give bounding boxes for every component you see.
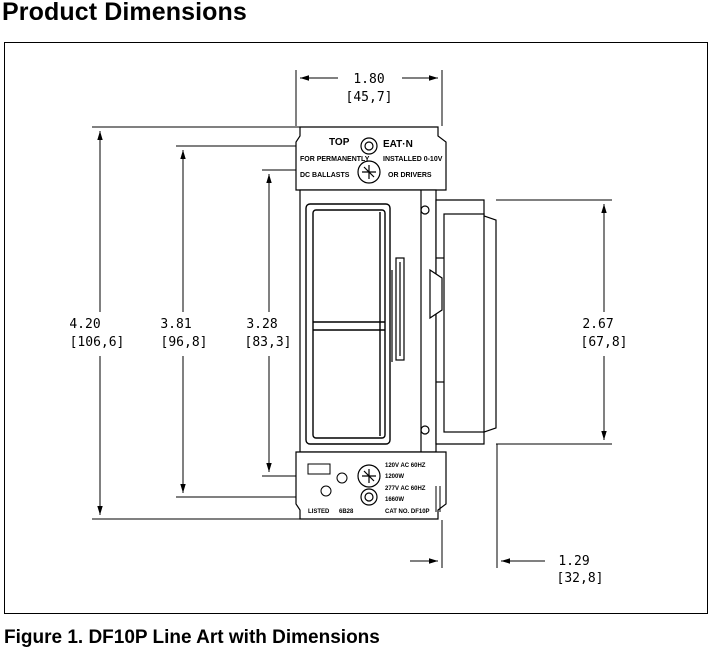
- strap-height-inch-label: 3.28: [246, 317, 277, 332]
- listing-mark-icons: [307, 463, 441, 512]
- overall-height-inch-label: 4.20: [69, 317, 100, 332]
- figure-caption: Figure 1. DF10P Line Art with Dimensions: [4, 627, 380, 648]
- mounting-height-inch-label: 3.81: [160, 317, 191, 332]
- listed-label: LISTED: [308, 509, 330, 515]
- paddle-switch: [305, 203, 391, 445]
- watts-1200-label: 1200W: [385, 474, 404, 480]
- cat-no-label: CAT NO. DF10P: [385, 509, 430, 515]
- bottom-mounting-strap: [295, 451, 447, 520]
- top-screw-hole: [360, 137, 378, 155]
- body-height-inch-label: 2.67: [582, 317, 613, 332]
- rating-277-label: 277V AC 60HZ: [385, 486, 426, 492]
- listing-code-label: 6B28: [339, 509, 354, 515]
- for-permanently-label: FOR PERMANENTLY: [300, 156, 370, 163]
- dc-ballasts-label: DC BALLASTS: [300, 172, 350, 179]
- rating-120-label: 120V AC 60HZ: [385, 463, 426, 469]
- strap-height-mm-label: [83,3]: [245, 335, 292, 350]
- page-heading: Product Dimensions: [2, 0, 247, 26]
- dimmer-slider: [391, 257, 405, 362]
- figure-frame: [4, 42, 708, 614]
- width-inch-label: 1.80: [353, 72, 384, 87]
- bottom-ground-screw-icon: [357, 464, 381, 488]
- depth-inch-label: 1.29: [558, 554, 589, 569]
- width-dimension: [295, 70, 443, 126]
- mounting-height-mm-label: [96,8]: [161, 335, 208, 350]
- depth-mm-label: [32,8]: [557, 571, 604, 586]
- overall-height-mm-label: [106,6]: [70, 335, 125, 350]
- body-height-mm-label: [67,8]: [581, 335, 628, 350]
- bottom-screw-hole: [360, 488, 378, 506]
- width-mm-label: [45,7]: [346, 90, 393, 105]
- brand-logo: EAT·N: [383, 139, 413, 150]
- watts-1660-label: 1660W: [385, 497, 404, 503]
- top-ground-screw-icon: [357, 160, 381, 184]
- installed-label: INSTALLED 0-10V: [383, 156, 443, 163]
- or-drivers-label: OR DRIVERS: [388, 172, 432, 179]
- top-mounting-strap: [295, 126, 447, 191]
- top-label: TOP: [329, 137, 350, 148]
